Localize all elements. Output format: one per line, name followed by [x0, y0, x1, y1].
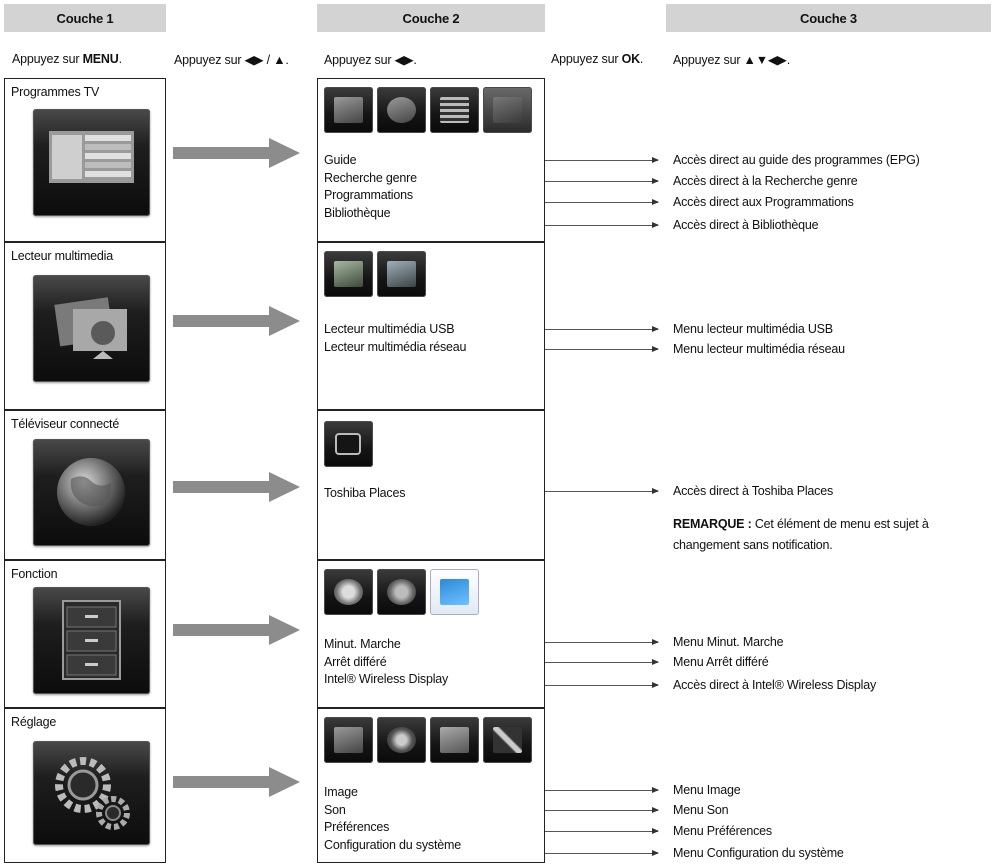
header-layer-2: Couche 2 [317, 4, 545, 32]
result-text: Accès direct à la Recherche genre [673, 174, 858, 188]
layer1-title: Réglage [11, 715, 57, 729]
result-text: Menu Arrêt différé [673, 655, 769, 669]
result-text: Accès direct à Toshiba Places [673, 484, 834, 498]
instruction-arrows-up: Appuyez sur ◀▶ / ▲. [174, 53, 289, 67]
note-body: Cet élément de menu est sujet à changeme… [673, 517, 929, 552]
menu-item-on-timer[interactable]: Minut. Marche [324, 637, 401, 651]
big-arrow [173, 472, 300, 502]
result-text: Menu Minut. Marche [673, 635, 784, 649]
connector-arrow [545, 682, 659, 688]
globe-icon [33, 439, 150, 546]
library-icon[interactable] [483, 87, 532, 133]
menu-item-sound[interactable]: Son [324, 802, 346, 817]
connector-arrow [545, 199, 659, 205]
layer1-title: Programmes TV [11, 85, 100, 99]
menu-item-picture[interactable]: Image [324, 785, 358, 799]
layer1-title: Téléviseur connecté [11, 417, 120, 431]
menu-item-usb-media[interactable]: Lecteur multimédia USB [324, 322, 455, 336]
menu-item-preferences[interactable]: Préférences [324, 820, 390, 834]
menu-item-toshiba-places[interactable]: Toshiba Places [324, 486, 406, 500]
connector-arrow [545, 850, 659, 856]
result-text: Accès direct à Bibliothèque [673, 218, 819, 232]
usb-media-icon[interactable] [324, 251, 373, 297]
result-text: Accès direct au guide des programmes (EP… [673, 153, 920, 167]
connector-arrow [545, 639, 659, 645]
sleep-timer-icon[interactable] [377, 569, 426, 615]
layer1-box-settings[interactable]: Réglage [4, 708, 166, 863]
schedule-icon[interactable] [430, 87, 479, 133]
connector-arrow [545, 326, 659, 332]
layer2-box-function[interactable]: Minut. Marche Arrêt différé Intel® Wirel… [317, 560, 545, 708]
menu-item-guide[interactable]: Guide [324, 153, 357, 167]
result-text: Menu lecteur multimédia USB [673, 322, 833, 336]
tv-guide-icon [33, 109, 150, 216]
ok-key: OK [621, 52, 641, 66]
menu-key: MENU [82, 52, 119, 66]
connector-arrow [545, 488, 659, 494]
big-arrow [173, 138, 300, 168]
on-timer-icon[interactable] [324, 569, 373, 615]
cabinet-icon [33, 587, 150, 694]
connector-arrow [545, 178, 659, 184]
big-arrow [173, 306, 300, 336]
system-setup-icon[interactable] [483, 717, 532, 763]
instruction-text: Appuyez sur [12, 52, 83, 66]
toshiba-places-icon[interactable] [324, 421, 373, 467]
gears-icon [33, 741, 150, 845]
connector-arrow [545, 787, 659, 793]
result-text: Accès direct aux Programmations [673, 195, 854, 209]
menu-item-sleep-timer[interactable]: Arrêt différé [324, 654, 387, 669]
big-arrow [173, 615, 300, 645]
result-text: Menu Configuration du système [673, 846, 844, 860]
result-text: Menu Son [673, 803, 729, 817]
result-text: Menu Image [673, 783, 741, 797]
guide-icon[interactable] [324, 87, 373, 133]
instruction-text: Appuyez sur [551, 52, 622, 66]
menu-item-schedules[interactable]: Programmations [324, 188, 413, 202]
instruction-text: . [118, 52, 123, 66]
result-text: Accès direct à Intel® Wireless Display [673, 678, 877, 692]
instruction-all-arrows: Appuyez sur ▲▼◀▶. [673, 53, 790, 67]
media-player-icon [33, 275, 150, 382]
layer1-box-function[interactable]: Fonction [4, 560, 166, 708]
picture-icon[interactable] [324, 717, 373, 763]
header-layer-1: Couche 1 [4, 4, 166, 32]
connector-arrow [545, 222, 659, 228]
connector-arrow [545, 157, 659, 163]
preferences-icon[interactable] [430, 717, 479, 763]
instruction-ok: Appuyez sur OK. [551, 52, 643, 66]
layer1-box-connected-tv[interactable]: Téléviseur connecté [4, 410, 166, 560]
menu-item-genre-search[interactable]: Recherche genre [324, 170, 417, 185]
instruction-menu: Appuyez sur MENU. [12, 52, 122, 66]
sound-icon[interactable] [377, 717, 426, 763]
menu-item-library[interactable]: Bibliothèque [324, 205, 391, 220]
note-label: REMARQUE : [673, 517, 752, 531]
instruction-arrows-lr: Appuyez sur ◀▶. [324, 53, 417, 67]
connector-arrow [545, 807, 659, 813]
layer2-box-programmes-tv[interactable]: Guide Recherche genre Programmations Bib… [317, 78, 545, 242]
connector-arrow [545, 828, 659, 834]
menu-item-wireless-display[interactable]: Intel® Wireless Display [324, 672, 449, 686]
instruction-text: . [639, 52, 644, 66]
menu-item-system-setup[interactable]: Configuration du système [324, 837, 461, 852]
layer2-box-settings[interactable]: Image Son Préférences Configuration du s… [317, 708, 545, 863]
header-layer-3: Couche 3 [666, 4, 991, 32]
genre-search-icon[interactable] [377, 87, 426, 133]
menu-item-network-media[interactable]: Lecteur multimédia réseau [324, 339, 467, 354]
layer2-box-connected-tv[interactable]: Toshiba Places [317, 410, 545, 560]
widi-icon[interactable] [430, 569, 479, 615]
result-text: Menu Préférences [673, 824, 772, 838]
result-text: Menu lecteur multimédia réseau [673, 342, 845, 356]
big-arrow [173, 767, 300, 797]
layer1-box-media-player[interactable]: Lecteur multimedia [4, 242, 166, 410]
connector-arrow [545, 659, 659, 665]
layer1-title: Fonction [11, 567, 58, 581]
note-text: REMARQUE : Cet élément de menu est sujet… [673, 514, 973, 556]
layer2-box-media-player[interactable]: Lecteur multimédia USB Lecteur multimédi… [317, 242, 545, 410]
connector-arrow [545, 346, 659, 352]
layer1-title: Lecteur multimedia [11, 249, 114, 263]
network-media-icon[interactable] [377, 251, 426, 297]
layer1-box-programmes-tv[interactable]: Programmes TV [4, 78, 166, 242]
